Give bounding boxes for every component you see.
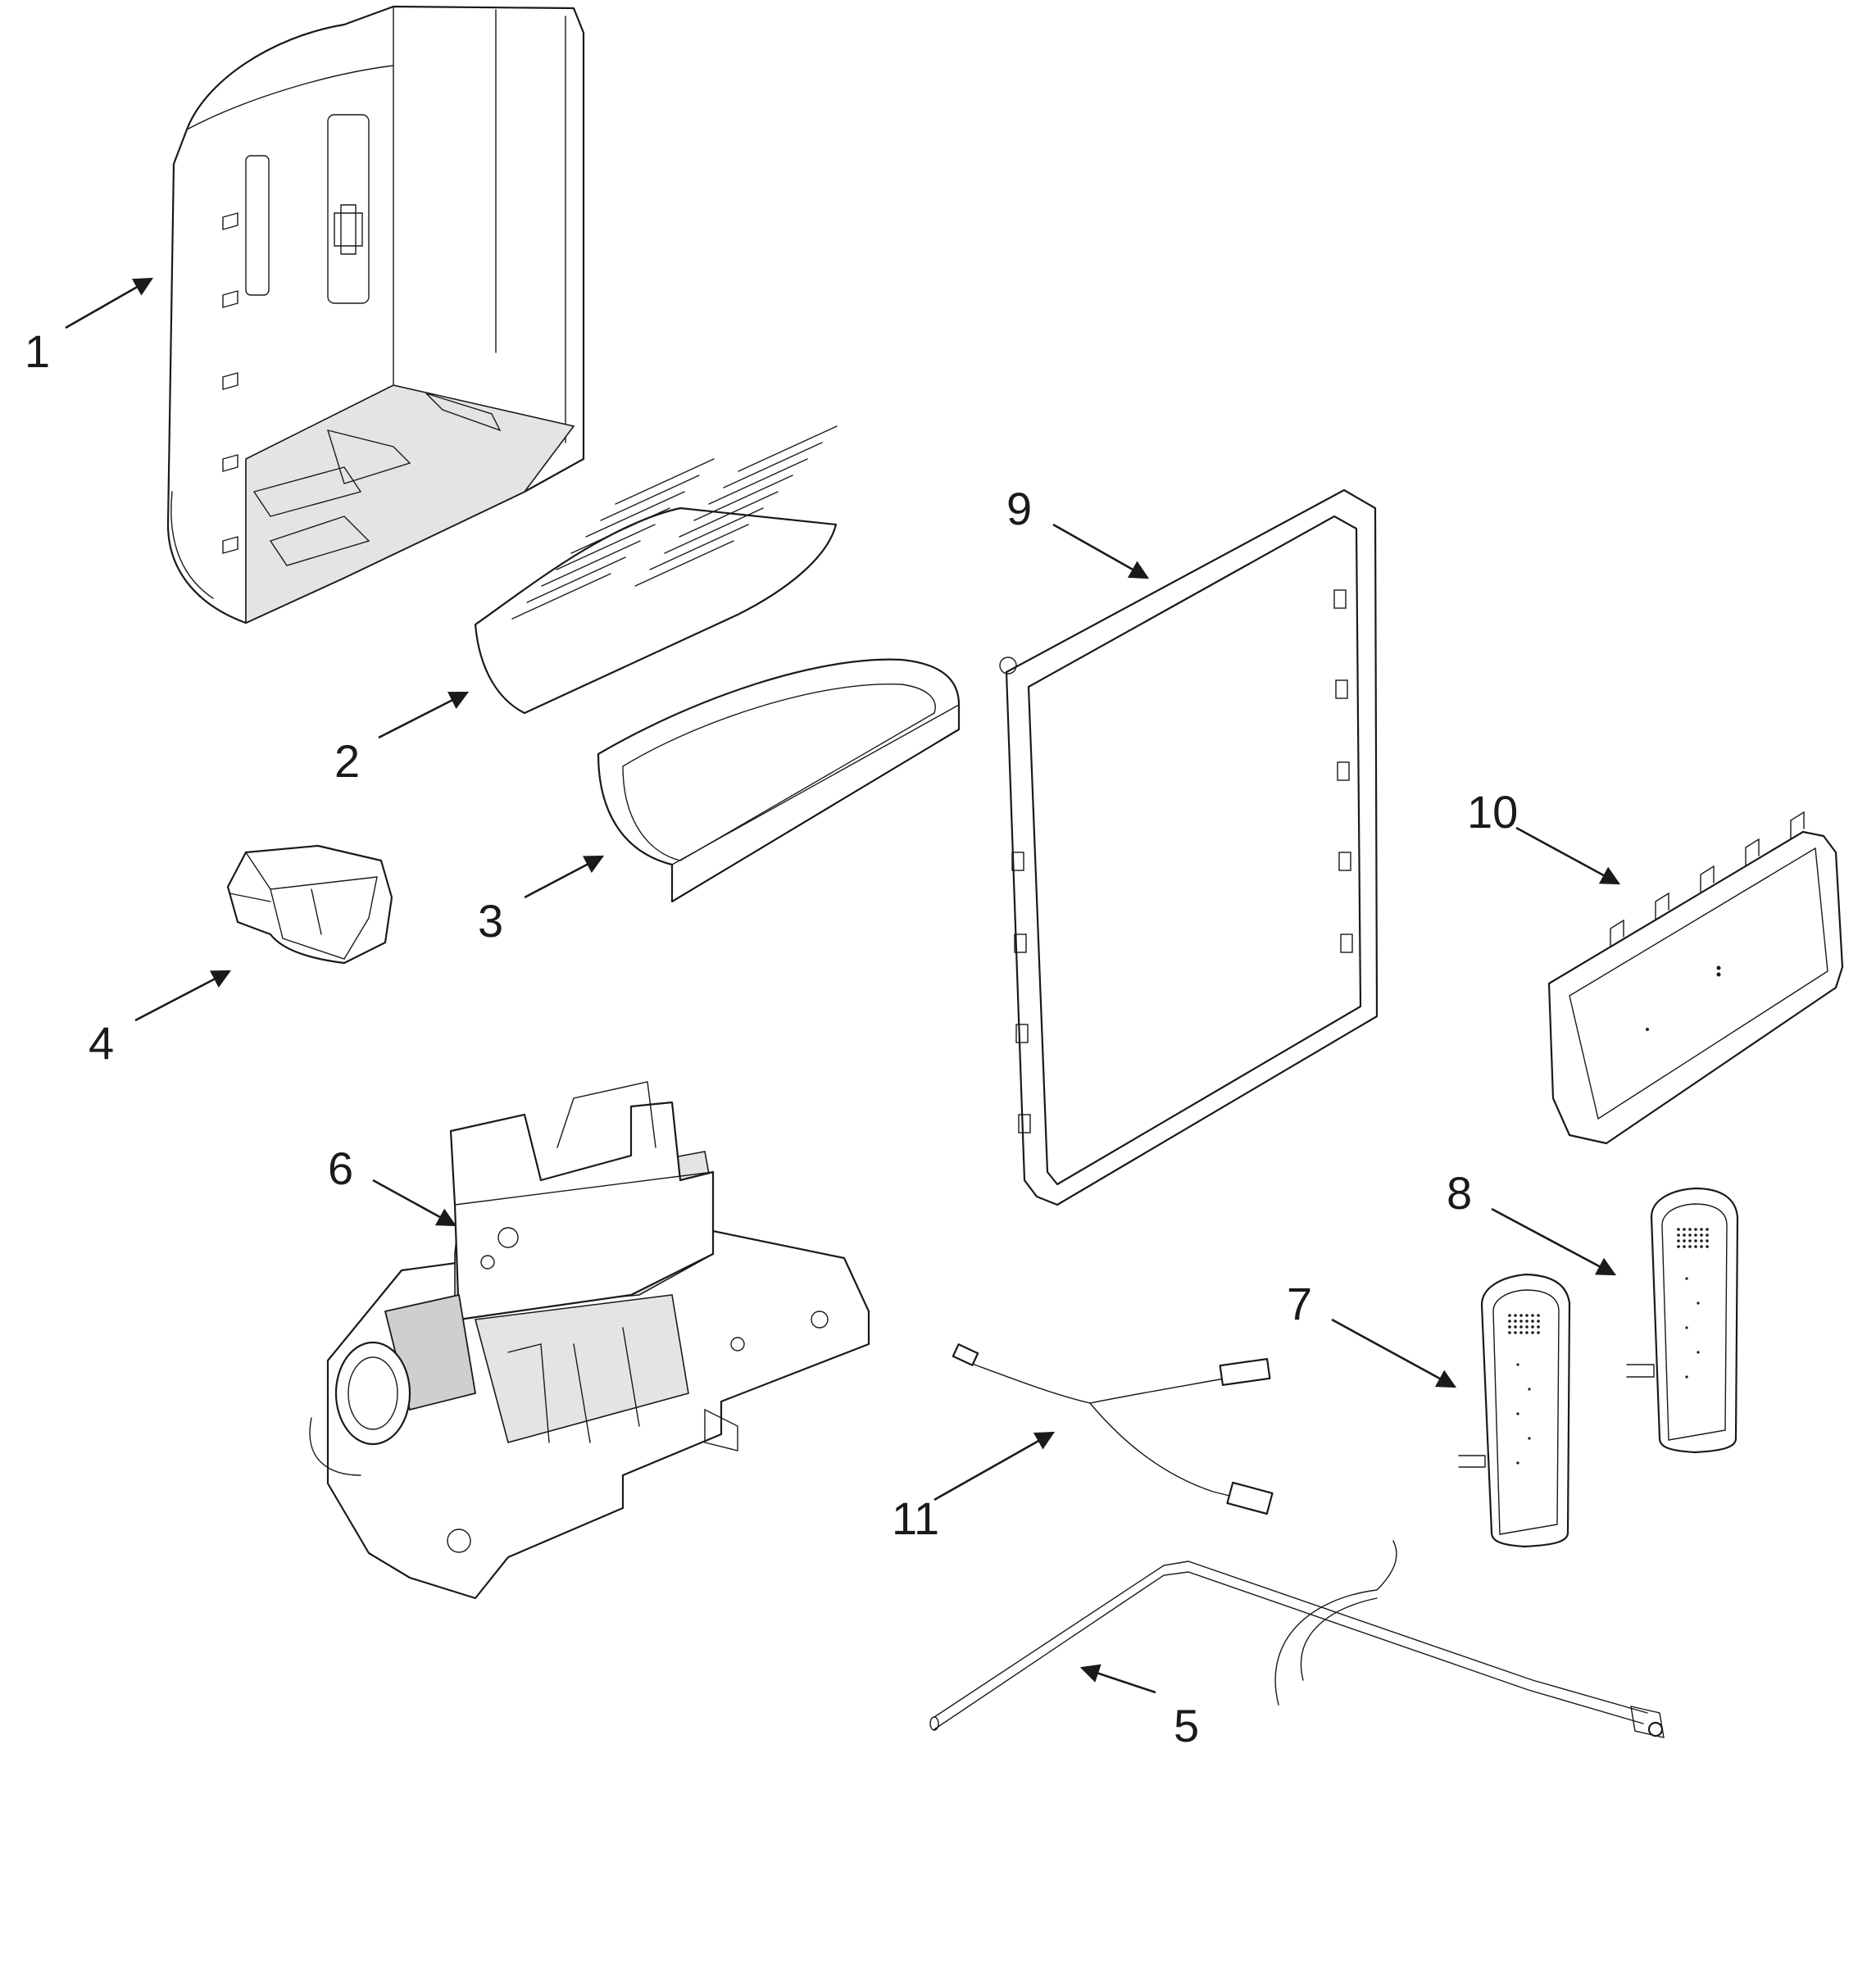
callout-6: 6 bbox=[328, 1142, 353, 1194]
callout-5: 5 bbox=[1174, 1700, 1199, 1751]
part-6-motor-assembly bbox=[309, 1081, 870, 1600]
part-5-water-tube bbox=[929, 1540, 1665, 1738]
part-11-wire-harness bbox=[952, 1343, 1274, 1515]
callout-1: 1 bbox=[25, 325, 50, 377]
part-4-ice-chute bbox=[226, 844, 393, 965]
callout-4: 4 bbox=[89, 1017, 114, 1069]
callout-2: 2 bbox=[334, 735, 360, 787]
callout-7: 7 bbox=[1287, 1278, 1312, 1329]
callout-labels: 1 2 3 4 5 6 7 8 9 10 11 bbox=[25, 325, 1518, 1751]
callout-8: 8 bbox=[1447, 1167, 1472, 1219]
part-2-drip-grille bbox=[474, 425, 838, 715]
callout-10: 10 bbox=[1467, 786, 1518, 838]
callout-11: 11 bbox=[892, 1492, 939, 1544]
part-3-drip-tray bbox=[597, 658, 961, 903]
part-7-dispenser-paddle bbox=[1458, 1273, 1571, 1548]
part-10-control-panel bbox=[1547, 811, 1844, 1145]
part-8-dispenser-paddle bbox=[1626, 1187, 1739, 1454]
callout-9: 9 bbox=[1006, 483, 1032, 534]
callout-3: 3 bbox=[478, 895, 503, 947]
callout-arrows bbox=[65, 277, 1621, 1694]
part-1-dispenser-housing bbox=[166, 5, 585, 625]
part-9-dispenser-frame bbox=[999, 488, 1379, 1206]
